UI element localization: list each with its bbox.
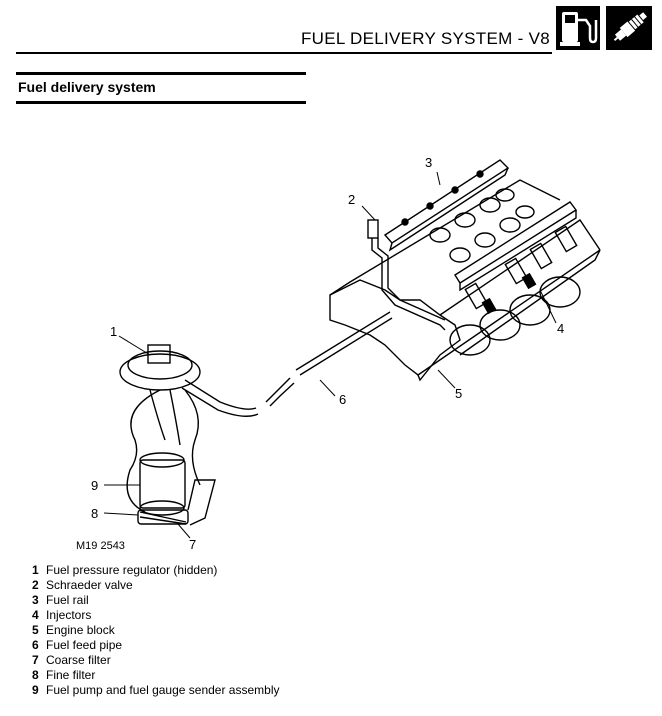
fuel-rail-drawing <box>383 159 578 292</box>
legend-number: 1 <box>32 563 39 577</box>
callout-6: 6 <box>339 392 346 407</box>
page-header-title: FUEL DELIVERY SYSTEM - V8 <box>300 29 550 48</box>
legend-number: 9 <box>32 683 39 697</box>
legend-item: 8 Fine filter <box>32 668 279 683</box>
legend-item: 1 Fuel pressure regulator (hidden) <box>32 563 279 578</box>
legend-item: 7 Coarse filter <box>32 653 279 668</box>
header-rule <box>16 52 552 54</box>
legend-item: 9 Fuel pump and fuel gauge sender assembl… <box>32 683 279 698</box>
engine-block-drawing <box>329 179 601 382</box>
section-title: Fuel delivery system <box>18 79 156 95</box>
legend-text: Fuel pressure regulator (hidden) <box>46 563 218 577</box>
callout-5: 5 <box>455 386 462 401</box>
section-rule-top <box>16 72 306 75</box>
legend-item: 6 Fuel feed pipe <box>32 638 279 653</box>
callout-2: 2 <box>348 192 355 207</box>
legend-number: 5 <box>32 623 39 637</box>
fuel-pump-assembly-drawing <box>119 344 216 526</box>
legend-number: 2 <box>32 578 39 592</box>
fuel-pump-icon <box>556 6 600 50</box>
callout-leaders <box>103 171 557 539</box>
callout-9: 9 <box>91 478 98 493</box>
legend-text: Fuel rail <box>46 593 89 607</box>
legend-item: 5 Engine block <box>32 623 279 638</box>
figure-reference: M19 2543 <box>76 540 125 552</box>
legend-number: 8 <box>32 668 39 682</box>
legend-text: Fuel pump and fuel gauge sender assembly <box>46 683 280 697</box>
legend-item: 4 Injectors <box>32 608 279 623</box>
legend-text: Engine block <box>46 623 115 637</box>
legend-number: 7 <box>32 653 39 667</box>
injectors-drawing <box>464 225 578 315</box>
legend-number: 6 <box>32 638 39 652</box>
legend-text: Fuel feed pipe <box>46 638 123 652</box>
fuel-feed-pipe-drawing <box>181 311 393 417</box>
legend-number: 3 <box>32 593 39 607</box>
callout-1: 1 <box>110 324 117 339</box>
legend-text: Fine filter <box>46 668 96 682</box>
callout-3: 3 <box>425 155 432 170</box>
legend-text: Injectors <box>46 608 92 622</box>
schraeder-valve-drawing <box>367 219 446 331</box>
legend-list: 1 Fuel pressure regulator (hidden) 2 Schra… <box>32 563 279 698</box>
callout-4: 4 <box>557 321 564 336</box>
callout-7: 7 <box>189 537 196 552</box>
spark-plug-icon <box>606 6 652 50</box>
legend-number: 4 <box>32 608 39 622</box>
fuel-system-diagram: 1 2 3 4 5 6 7 8 9 <box>0 140 662 560</box>
legend-item: 3 Fuel rail <box>32 593 279 608</box>
legend-text: Schraeder valve <box>46 578 133 592</box>
header-icons <box>556 6 652 50</box>
legend-item: 2 Schraeder valve <box>32 578 279 593</box>
legend-text: Coarse filter <box>46 653 111 667</box>
callout-8: 8 <box>91 506 98 521</box>
section-rule-bottom <box>16 101 306 104</box>
